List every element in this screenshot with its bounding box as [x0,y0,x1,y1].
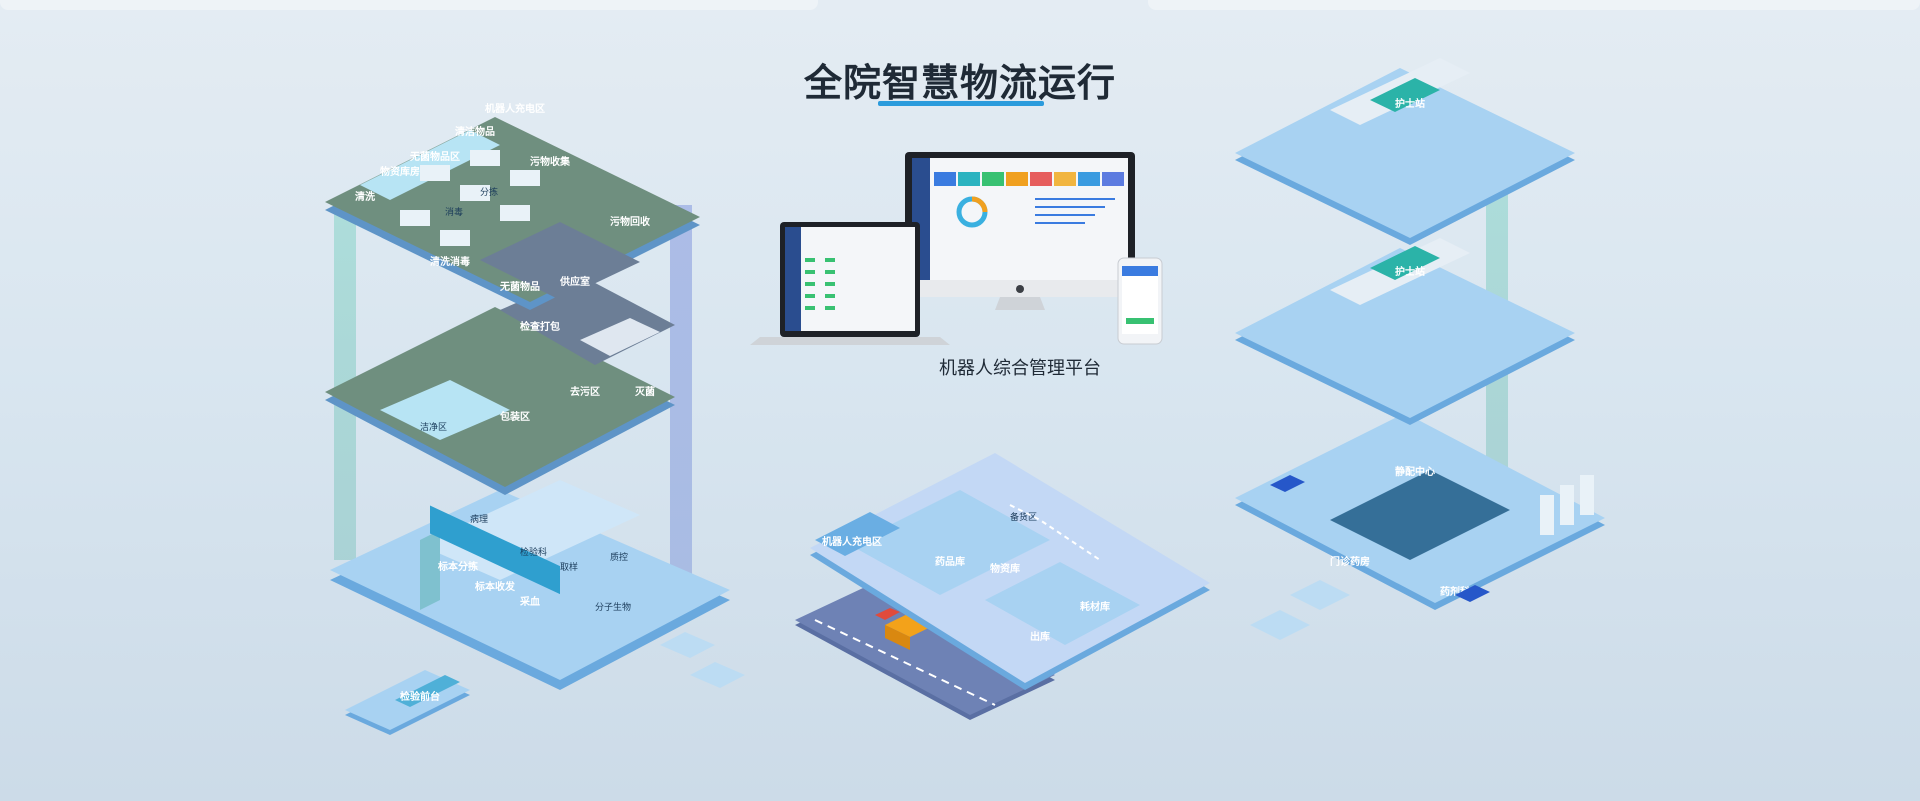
label-outbound: 出库 [1030,630,1050,643]
desktop-monitor [905,152,1135,310]
label-warehouse: 物资库房 [380,165,420,178]
label-decontam: 去污区 [570,385,600,398]
label-inspect-pack: 检查打包 [520,320,560,333]
label-sterile-zone: 无菌物品区 [409,150,460,163]
label-qc: 质控 [610,551,628,563]
label-packing: 包装区 [500,410,530,423]
label-waste-collect: 污物收集 [530,155,571,168]
label-sterile-goods: 无菌物品 [499,280,540,293]
label-lab-front-desk: 检验前台 [400,690,440,703]
label-specimen-sort: 标本分拣 [437,560,478,573]
label-sampling: 取样 [560,561,578,573]
label-pivas: 静配中心 [1395,465,1435,478]
label-material-store: 物资库 [990,562,1020,575]
label-clean-items: 清洁物品 [455,125,495,138]
label-outpatient-pharmacy: 门诊药房 [1330,555,1370,568]
label-lab: 检验科 [520,546,547,558]
left-top-floor: 机器人充电区 清洁物品 无菌物品区 物资库房 污物收集 污物回收 无菌物品 供应… [325,102,700,310]
center-warehouse: 机器人充电区 药品库 物资库 耗材库 备货区 出库 [795,453,1210,720]
label-disinfect: 消毒 [445,206,463,218]
label-blood-draw: 采血 [519,595,540,608]
right-ground-floor: 静配中心 药剂科 门诊药房 [1235,413,1605,610]
right-middle-floor: 护士站 [1235,238,1575,425]
top-strip-left [0,0,818,10]
smartphone [1117,257,1163,345]
platform-caption: 机器人综合管理平台 [939,358,1101,379]
label-wash-disinfect: 清洗消毒 [430,255,470,268]
label-center-robot-charge: 机器人充电区 [822,535,882,548]
top-floor-desks [400,150,540,246]
label-staging: 备货区 [1010,511,1037,523]
label-pathology: 病理 [470,513,488,525]
label-consumables: 耗材库 [1080,600,1110,613]
left-middle-floor: 检查打包 去污区 包装区 洁净区 灭菌 [325,275,675,495]
label-nurse-station-2: 护士站 [1395,265,1425,278]
left-pillar-blue [670,205,692,590]
label-wash: 清洗 [355,190,375,203]
label-clean-zone: 洁净区 [420,421,447,433]
label-molecular: 分子生物 [595,601,631,613]
label-drug-store: 药品库 [935,555,965,568]
laptop [750,222,950,345]
label-specimen-recv: 标本收发 [474,580,516,593]
right-building: 静配中心 药剂科 门诊药房 护士站 护士站 [1235,58,1605,640]
left-ground-floor: 标本分拣 标本收发 采血 检验科 取样 分子生物 病理 质控 检验前台 [330,480,745,735]
label-sort: 分拣 [480,186,498,198]
label-supply-room: 供应室 [559,275,590,288]
title-underline [878,101,1044,106]
label-waste-return: 污物回收 [610,215,650,228]
right-top-floor: 护士站 [1235,58,1575,245]
left-building: 标本分拣 标本收发 采血 检验科 取样 分子生物 病理 质控 检验前台 检查打包 [325,102,745,735]
label-robot-charge: 机器人充电区 [485,102,545,115]
page-title: 全院智慧物流运行 [803,61,1116,105]
label-nurse-station-1: 护士站 [1395,97,1425,110]
top-strip-right [1148,0,1920,10]
management-platform-devices [750,152,1163,345]
label-sterilize: 灭菌 [634,385,655,398]
